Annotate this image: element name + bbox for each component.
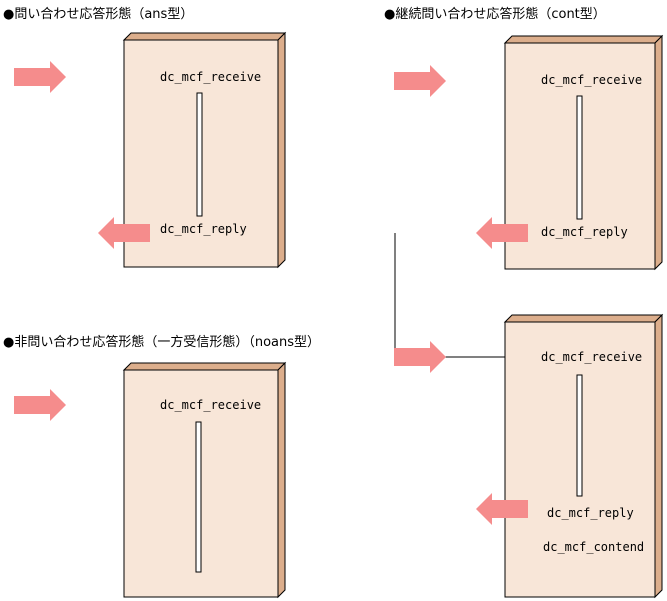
receive-arrow-cont-1 [394,65,446,97]
processing-bar [576,95,583,220]
reply-label: dc_mcf_reply [160,222,247,236]
program-box-cont-2 [503,313,664,599]
receive-arrow-cont-2 [394,341,446,373]
receive-arrow-ans [14,61,66,93]
program-box-cont-1 [503,34,664,271]
contend-label: dc_mcf_contend [543,540,645,554]
processing-bar [195,421,202,573]
processing-bar [576,374,583,497]
receive-label: dc_mcf_receive [541,73,643,87]
reply-label: dc_mcf_reply [547,506,634,520]
receive-label: dc_mcf_receive [541,350,643,364]
program-box-noans [122,361,287,599]
reply-label: dc_mcf_reply [541,225,628,239]
section-title-ans: ●問い合わせ応答形態（ans型） [3,7,194,22]
receive-label: dc_mcf_receive [160,398,262,412]
section-title-cont: ●継続問い合わせ応答形態（cont型） [384,7,606,22]
receive-arrow-noans [14,389,66,421]
receive-label: dc_mcf_receive [160,70,262,84]
cont-connector-line [394,233,505,358]
processing-bar [196,92,203,217]
section-title-noans: ●非問い合わせ応答形態（一方受信形態）（noans型） [3,335,321,350]
